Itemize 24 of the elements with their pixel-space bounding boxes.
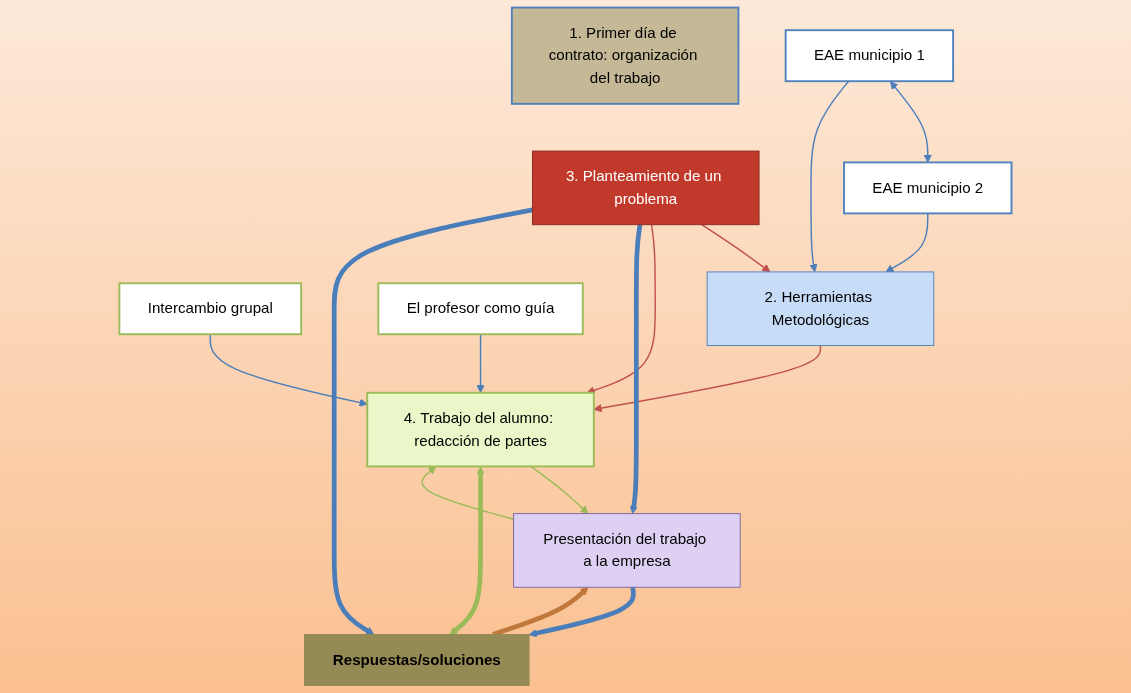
arrow	[476, 333, 485, 394]
arrow	[528, 586, 636, 638]
node-box: 3. Planteamiento de un problema	[532, 150, 760, 226]
arrow	[809, 80, 850, 273]
arrow	[449, 466, 485, 635]
node-box: 2. Herramientas Metodológicas	[706, 271, 935, 347]
arrow	[593, 344, 822, 413]
arrow	[701, 224, 771, 273]
arrow	[885, 212, 929, 273]
node-box: EAE municipio 1	[784, 29, 955, 83]
arrow	[530, 465, 589, 514]
arrow	[421, 466, 515, 520]
arrow	[890, 81, 932, 163]
node-box: Intercambio grupal	[118, 282, 303, 336]
node-box: Presentación del trabajo a la empresa	[513, 513, 741, 588]
arrow	[586, 224, 656, 395]
arrow	[629, 224, 643, 514]
node-box: Respuestas/soluciones	[304, 634, 530, 686]
arrow	[331, 207, 533, 635]
node-box: 1. Primer día de contrato: organización del trabajo	[510, 6, 740, 105]
arrow	[209, 333, 368, 407]
node-box: EAE municipio 2	[843, 161, 1013, 215]
node-box: El profesor como guía	[377, 282, 584, 336]
node-box: 4. Trabajo del alumno: redacción de partes	[366, 391, 595, 468]
